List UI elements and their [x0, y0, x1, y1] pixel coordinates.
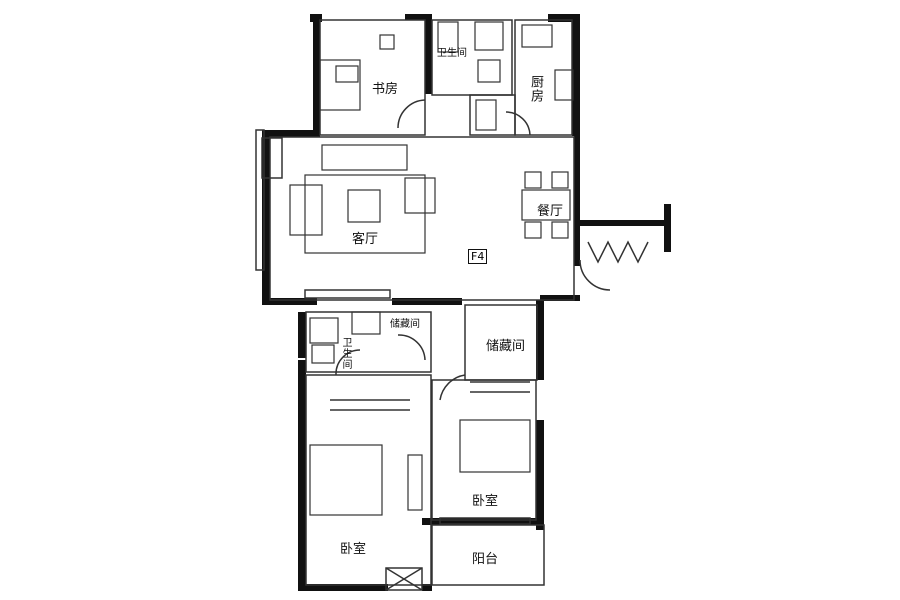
interior-lines — [255, 19, 649, 591]
walls — [262, 14, 671, 591]
room-label-storage: 储藏间 — [486, 339, 526, 354]
furniture — [289, 21, 574, 516]
room-label-study: 书房 — [372, 82, 399, 97]
room-label-bedroom-right: 卧室 — [472, 494, 499, 509]
room-label-kitchen: 厨房 — [528, 75, 543, 103]
room-label-living: 客厅 — [352, 232, 379, 247]
room-label-bathroom-bottom: 卫生间 — [340, 337, 351, 370]
room-label-balcony: 阳台 — [472, 552, 499, 567]
room-label-bedroom-left: 卧室 — [340, 542, 367, 557]
room-label-storage-small: 储藏间 — [390, 319, 420, 330]
room-label-bathroom-top: 卫生间 — [437, 48, 467, 59]
room-label-dining: 餐厅 — [537, 204, 564, 219]
unit-tag: F4 — [468, 249, 488, 264]
